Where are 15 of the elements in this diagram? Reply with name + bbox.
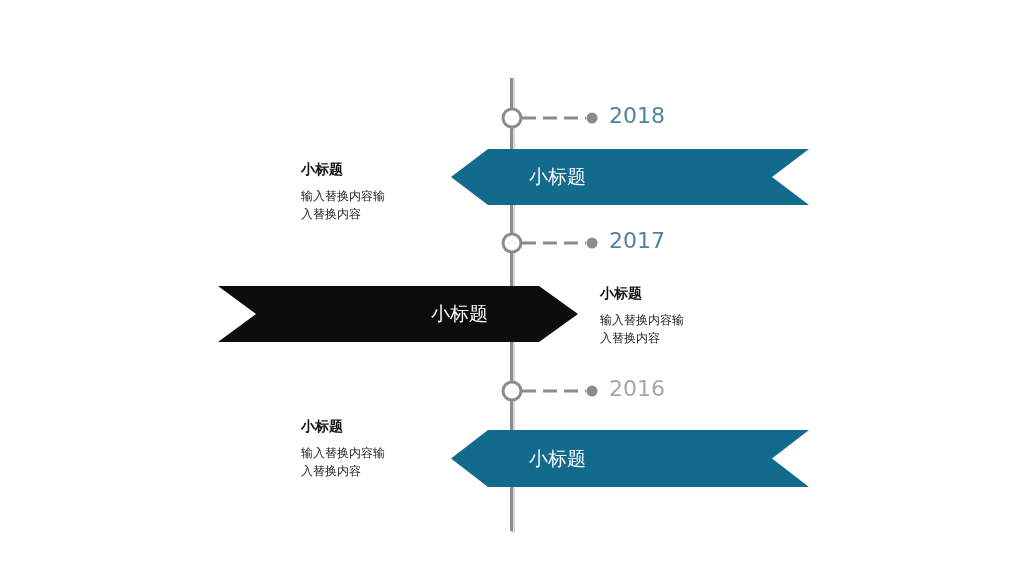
ribbon-banner xyxy=(451,430,809,487)
body-text: 输入替换内容输入替换内容 xyxy=(301,188,385,223)
ribbon-banner xyxy=(218,286,578,342)
banner-title: 小标题 xyxy=(431,301,488,326)
year-label: 2017 xyxy=(609,228,665,253)
banner-title: 小标题 xyxy=(529,445,586,471)
subheading: 小标题 xyxy=(301,418,343,436)
year-label: 2016 xyxy=(609,376,665,401)
banner-title: 小标题 xyxy=(529,164,586,189)
ribbon-banner xyxy=(451,149,809,205)
year-label: 2018 xyxy=(609,103,665,128)
body-text: 输入替换内容输入替换内容 xyxy=(301,445,385,480)
subheading: 小标题 xyxy=(600,285,642,303)
subheading: 小标题 xyxy=(301,161,343,179)
body-text: 输入替换内容输入替换内容 xyxy=(600,312,684,347)
